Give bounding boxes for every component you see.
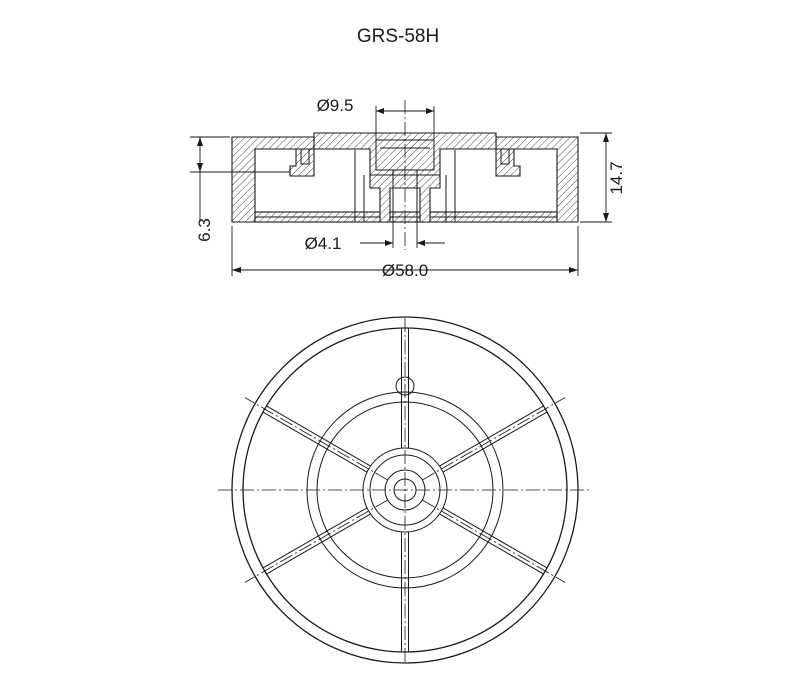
bore-inner-circle — [393, 478, 417, 502]
rib-2-edge-1 — [266, 405, 371, 467]
dim-bore-label: Ø4.1 — [305, 234, 342, 253]
dim-lower-height: 6.3 — [190, 136, 290, 242]
rib-centerlines — [244, 397, 566, 583]
dim-inner-top: Ø9.5 — [317, 96, 435, 140]
dim-outer: Ø58.0 — [231, 226, 579, 280]
rib-1-edge-0 — [439, 405, 544, 467]
rib-5-edge-0 — [442, 507, 548, 569]
rib-3-centerline — [244, 499, 388, 583]
dim-outer-label: Ø58.0 — [382, 261, 428, 280]
rib-2-edge-0 — [262, 411, 368, 473]
rib-3-edge-1 — [262, 507, 368, 569]
drawing-title: GRS-58H — [357, 26, 439, 47]
dim-inner-top-label: Ø9.5 — [317, 96, 354, 115]
radial-ribs — [262, 328, 548, 652]
rim-inner-circle — [242, 327, 568, 653]
central-boss-section — [369, 174, 441, 223]
snap-ring-outer-circle — [306, 391, 504, 589]
hub-outer-circle — [362, 447, 448, 533]
right-snap-hook — [495, 148, 521, 177]
right-hook-slot — [500, 149, 510, 165]
dim-total-height-label: 14.7 — [607, 161, 626, 194]
rib-1-edge-1 — [442, 411, 548, 473]
plan-view — [218, 316, 592, 665]
snap-hooks — [289, 148, 521, 177]
rib-2-centerline — [244, 397, 388, 481]
rib-3-edge-0 — [266, 513, 371, 575]
dim-total-height: 14.7 — [580, 132, 626, 223]
section-view: Ø9.5 Ø4.1 Ø58.0 14.7 — [190, 96, 626, 280]
hub-inner-circle — [369, 454, 441, 526]
outer-shell — [231, 136, 579, 223]
rib-5-centerline — [422, 499, 566, 583]
rib-5-edge-1 — [439, 513, 544, 575]
dim-bore: Ø4.1 — [305, 222, 445, 253]
outer-rim-circle — [231, 316, 579, 664]
rib-1-centerline — [422, 397, 566, 481]
left-hook-slot — [300, 149, 310, 165]
locating-hole — [395, 376, 415, 396]
bore-outer-circle — [384, 469, 426, 511]
snap-ring-inner-circle — [316, 401, 494, 579]
left-snap-hook — [289, 148, 315, 177]
dim-lower-height-label: 6.3 — [195, 218, 214, 242]
